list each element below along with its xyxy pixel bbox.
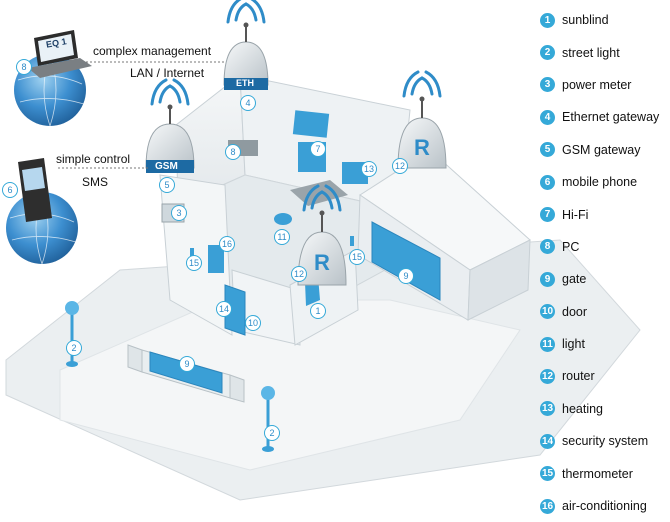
marker-1: 1 — [310, 303, 326, 319]
complex-management-label: complex management — [93, 44, 212, 58]
lan-internet-label: LAN / Internet — [130, 66, 205, 80]
marker-12: 12 — [291, 266, 307, 282]
router-letter-garage: R — [414, 135, 430, 160]
legend-number: 13 — [540, 401, 555, 417]
legend-label: air-conditioning — [562, 499, 647, 514]
legend-label: security system — [562, 434, 649, 449]
legend-item: 4 Ethernet gateway — [540, 101, 668, 133]
marker-5: 5 — [159, 177, 175, 193]
wall-panel — [292, 110, 330, 138]
legend-item: 1 sunblind — [540, 4, 668, 36]
marker-13: 13 — [361, 161, 377, 177]
gsm-gateway-dome — [145, 104, 195, 173]
legend-number: 2 — [540, 45, 555, 61]
legend-number: 10 — [540, 304, 555, 320]
mobile-phone — [18, 158, 52, 222]
marker-16: 16 — [219, 236, 235, 252]
legend: 1 sunblind 2 street light 3 power meter 4 Et… — [540, 4, 668, 522]
legend-label: Hi-Fi — [562, 207, 589, 222]
legend-item: 14 security system — [540, 425, 668, 457]
legend-item: 6 mobile phone — [540, 166, 668, 198]
marker-9: 9 — [179, 356, 195, 372]
air-conditioning-unit — [208, 245, 224, 273]
legend-item: 12 router — [540, 360, 668, 392]
legend-number: 6 — [540, 174, 555, 190]
legend-label: heating — [562, 401, 604, 416]
marker-15: 15 — [186, 255, 202, 271]
garage-gate[interactable] — [371, 221, 441, 301]
gsm-label: GSM — [155, 161, 178, 172]
legend-label: Ethernet gateway — [562, 110, 660, 125]
marker-12: 12 — [392, 158, 408, 174]
legend-item: 9 gate — [540, 263, 668, 295]
legend-label: PC — [562, 239, 580, 254]
router-letter-house: R — [314, 250, 330, 275]
legend-number: 5 — [540, 142, 555, 158]
legend-label: router — [562, 369, 595, 384]
marker-7: 7 — [310, 141, 326, 157]
eth-gateway-dome — [223, 22, 269, 90]
legend-number: 15 — [540, 466, 555, 482]
legend-label: GSM gateway — [562, 142, 641, 157]
legend-item: 10 door — [540, 296, 668, 328]
legend-number: 3 — [540, 77, 555, 93]
legend-number: 14 — [540, 433, 555, 449]
sms-label: SMS — [82, 175, 109, 189]
legend-item: 15 thermometer — [540, 457, 668, 489]
marker-11: 11 — [274, 229, 290, 245]
thermometer-b — [350, 236, 354, 246]
marker-3: 3 — [171, 205, 187, 221]
legend-label: thermometer — [562, 466, 633, 481]
marker-10: 10 — [245, 315, 261, 331]
router-dome-garage — [397, 96, 447, 169]
legend-item: 5 GSM gateway — [540, 134, 668, 166]
legend-number: 16 — [540, 498, 555, 514]
marker-8: 8 — [16, 59, 32, 75]
legend-number: 11 — [540, 336, 555, 352]
legend-number: 4 — [540, 109, 555, 125]
legend-label: street light — [562, 45, 620, 60]
marker-8: 8 — [225, 144, 241, 160]
legend-label: power meter — [562, 77, 632, 92]
marker-9: 9 — [398, 268, 414, 284]
legend-label: gate — [562, 272, 587, 287]
legend-number: 1 — [540, 12, 555, 28]
simple-control-label: simple control — [56, 152, 131, 166]
marker-2: 2 — [66, 340, 82, 356]
legend-item: 7 Hi-Fi — [540, 198, 668, 230]
marker-2: 2 — [264, 425, 280, 441]
legend-number: 7 — [540, 207, 555, 223]
front-gate[interactable] — [127, 344, 245, 403]
legend-label: door — [562, 304, 588, 319]
router-dome-house — [297, 210, 347, 286]
marker-14: 14 — [216, 301, 232, 317]
legend-item: 11 light — [540, 328, 668, 360]
legend-item: 16 air-conditioning — [540, 490, 668, 522]
marker-4: 4 — [240, 95, 256, 111]
legend-item: 3 power meter — [540, 69, 668, 101]
legend-number: 12 — [540, 368, 555, 384]
legend-label: light — [562, 337, 585, 352]
legend-label: sunblind — [562, 13, 609, 28]
garage-side — [467, 239, 531, 321]
eth-label: ETH — [236, 78, 254, 88]
ceiling-light — [274, 213, 292, 225]
legend-item: 2 street light — [540, 36, 668, 68]
thermometer-a — [190, 248, 194, 258]
legend-item: 13 heating — [540, 393, 668, 425]
legend-label: mobile phone — [562, 175, 638, 190]
globe-laptop — [14, 53, 86, 127]
legend-number: 9 — [540, 271, 555, 287]
legend-number: 8 — [540, 239, 555, 255]
marker-15: 15 — [349, 249, 365, 265]
laptop — [28, 30, 92, 78]
legend-item: 8 PC — [540, 231, 668, 263]
signal-waves — [150, 0, 442, 212]
marker-6: 6 — [2, 182, 18, 198]
